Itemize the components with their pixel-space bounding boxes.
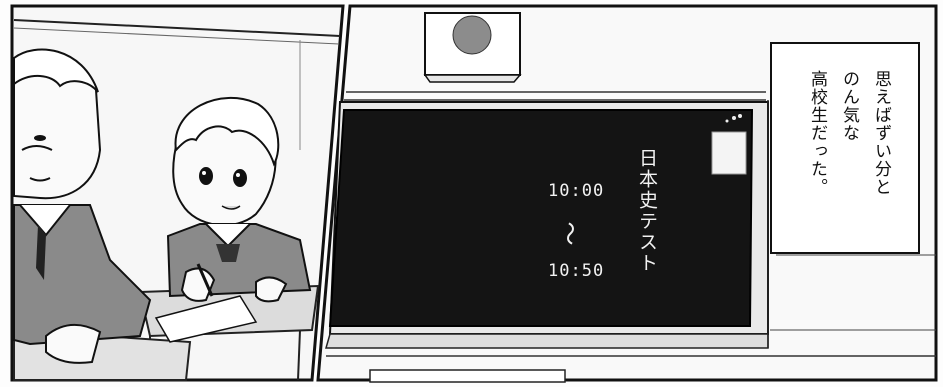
chalkboard (328, 101, 769, 335)
panel-right (316, 4, 938, 383)
start-time: 10:00 (548, 181, 605, 201)
caption-line-3: 高校生だった。 (807, 70, 827, 196)
wall-speaker (423, 12, 522, 83)
panel-left (10, 4, 345, 382)
caption-line-2: のん気な (839, 70, 859, 142)
caption-box (770, 42, 920, 254)
character-boy-left (13, 48, 152, 364)
character-boy-writing (154, 96, 312, 343)
notice-paper (711, 131, 747, 175)
time-separator: ～ (555, 221, 584, 246)
end-time: 10:50 (548, 261, 605, 281)
caption-line-1: 思えばずい分と (871, 70, 891, 196)
test-title: 日本史テスト (636, 148, 658, 274)
